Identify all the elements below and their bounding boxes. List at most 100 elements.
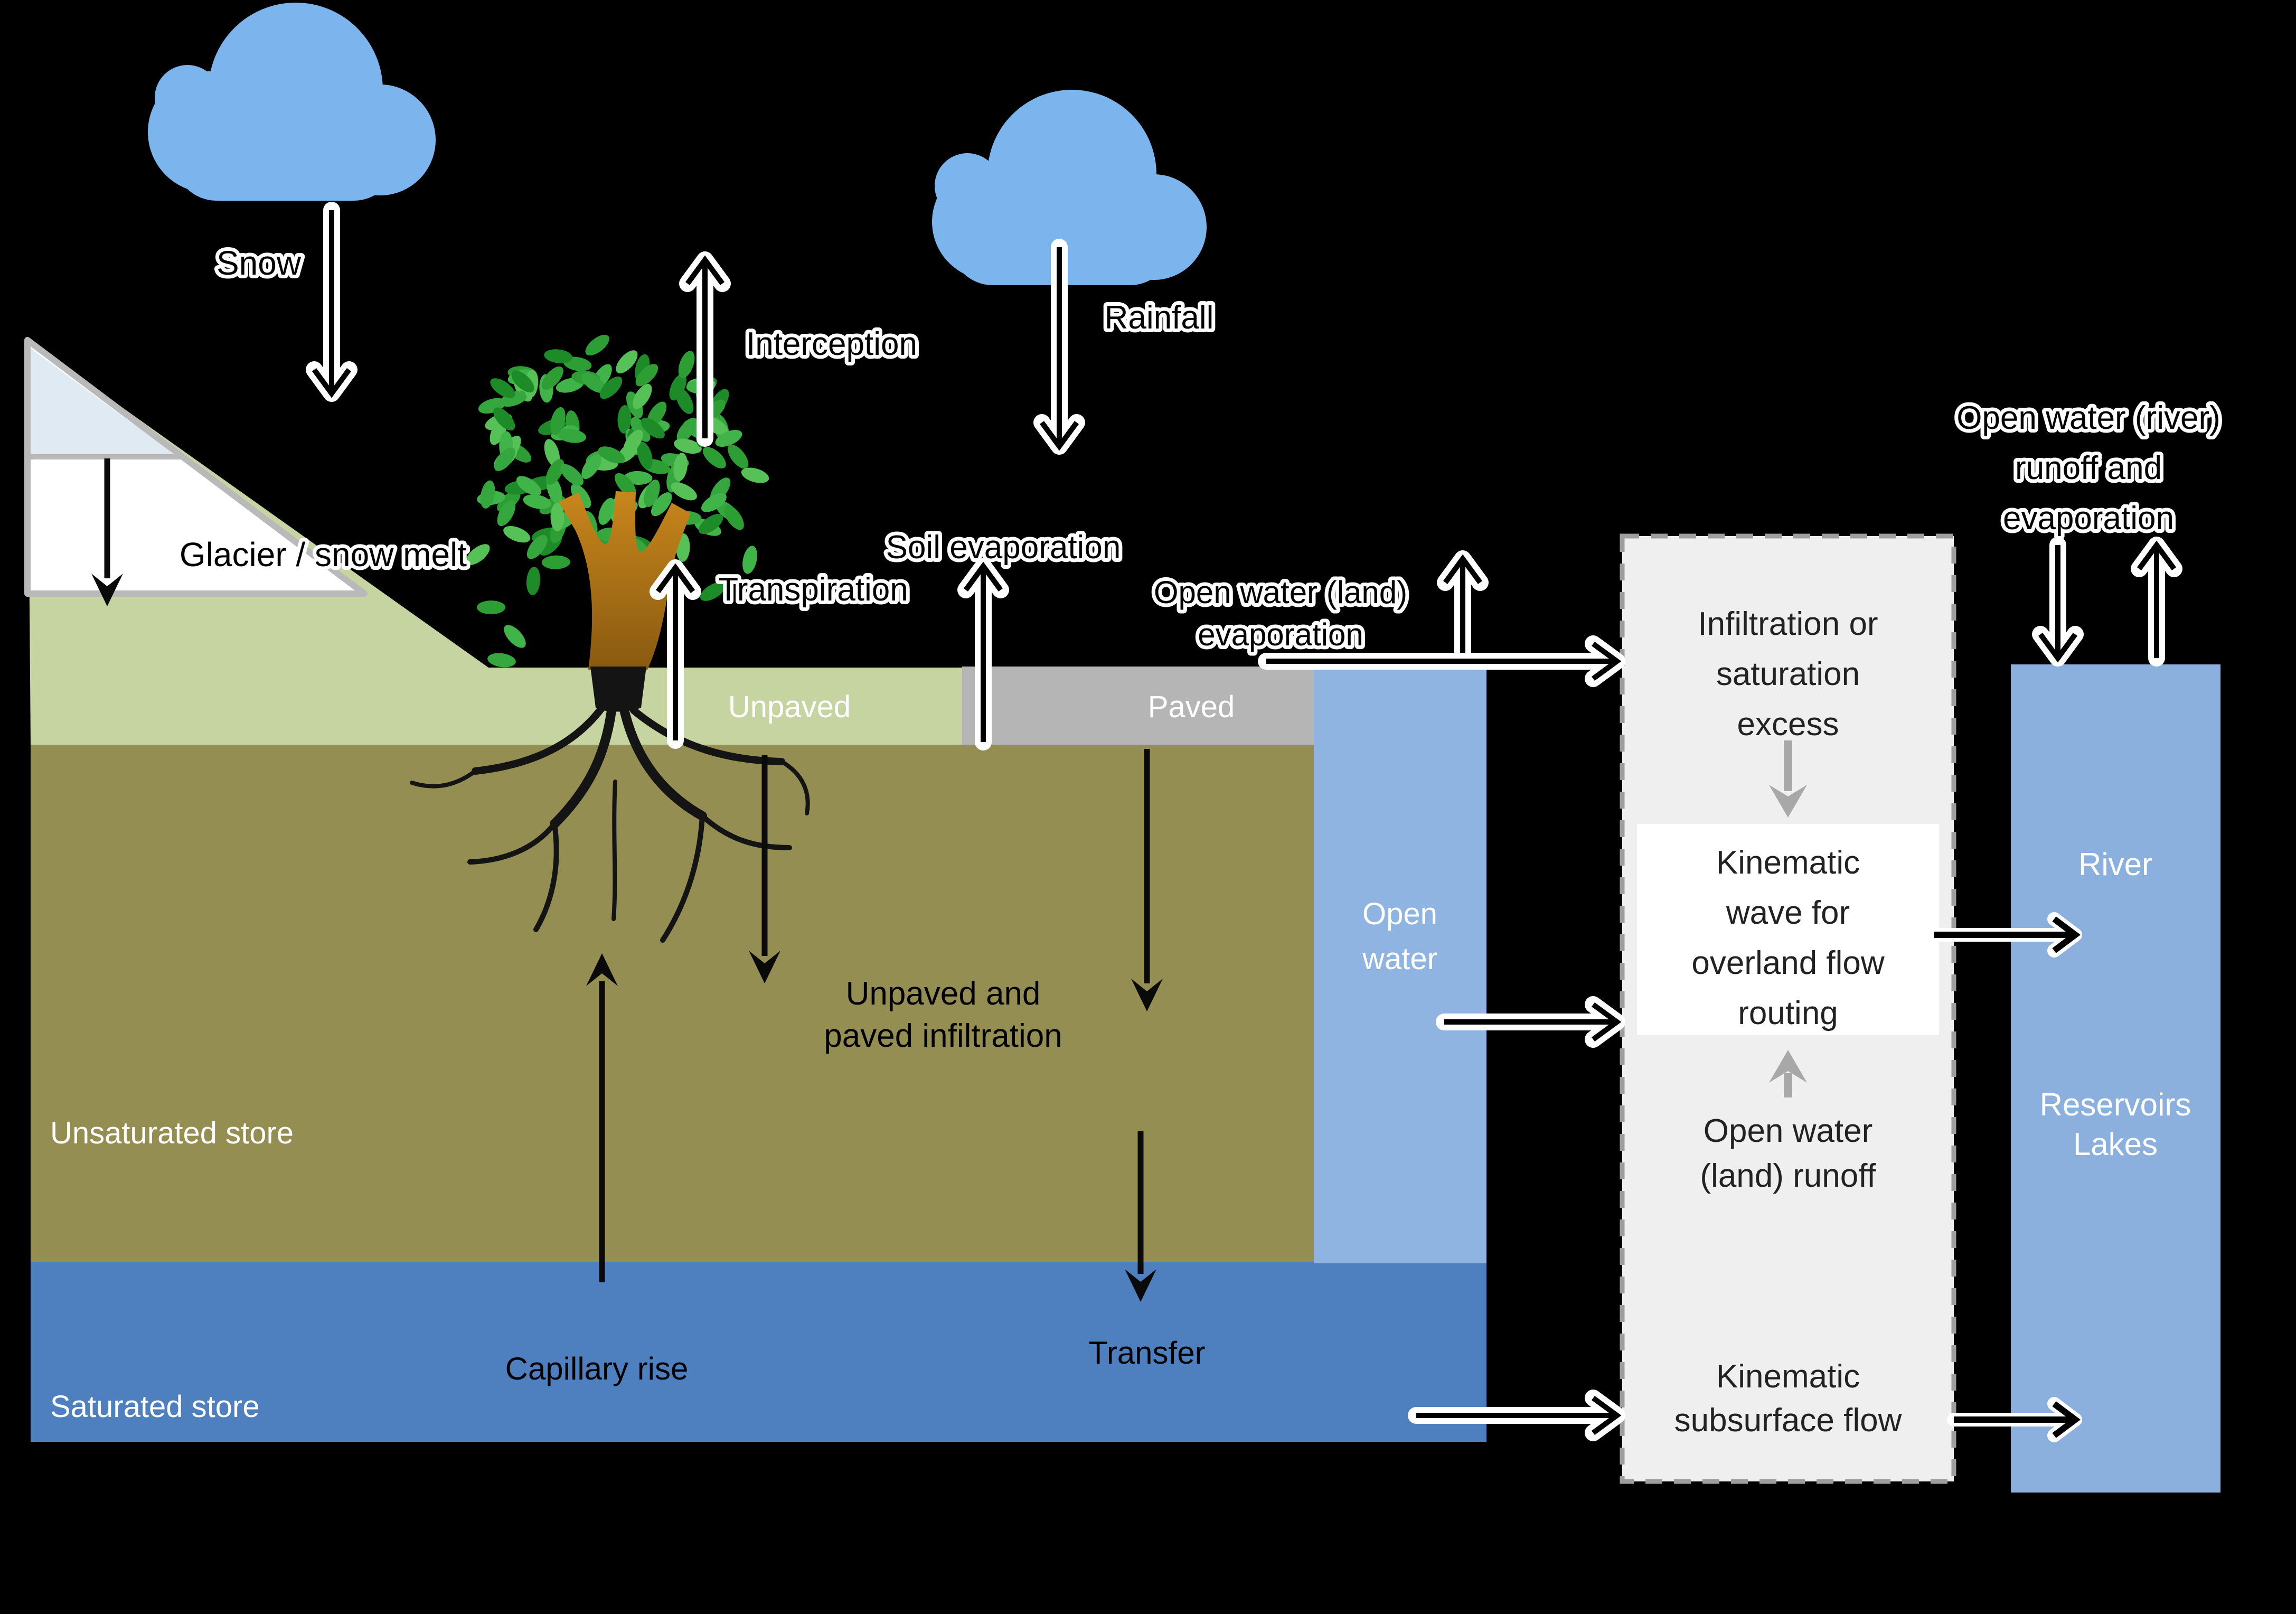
infiltration-excess-label-2: saturation: [1716, 656, 1860, 692]
vegetated-surface: [27, 340, 962, 746]
river-label: River: [2078, 847, 2152, 882]
leaf: [511, 370, 534, 393]
transfer-label: Transfer: [1088, 1335, 1205, 1371]
leaf: [616, 350, 638, 373]
leaf: [742, 546, 757, 574]
unsaturated-store-layer: [31, 745, 1314, 1263]
glacier-label: Glacier / snow melt: [180, 536, 467, 574]
leaf: [671, 482, 697, 501]
kinematic-subsurface-label-1: Kinematic: [1716, 1358, 1860, 1395]
infiltration-label-1: Unpaved and: [846, 975, 1041, 1012]
infiltration-excess-label-1: Infiltration or: [1698, 606, 1878, 642]
panel-up-arrow: [1769, 1050, 1807, 1097]
leaf: [497, 500, 516, 527]
kinematic-wave-box: [1637, 824, 1939, 1035]
leaf: [526, 534, 548, 559]
leaf: [728, 444, 749, 469]
open-water-label-1: Open: [1362, 897, 1437, 931]
leaf: [487, 653, 516, 668]
open-water-land-evaporation-arrow: [1445, 559, 1480, 659]
leaf: [741, 467, 769, 483]
open-water-land-evaporation-label-2: evaporation: [1198, 617, 1363, 652]
kinematic-subsurface-label-2: subsurface flow: [1674, 1402, 1902, 1439]
tree: [410, 334, 810, 943]
rainfall-label: Rainfall: [1105, 299, 1214, 336]
leaf: [675, 388, 694, 414]
leaf: [544, 349, 573, 363]
snow-label: Snow: [217, 244, 302, 282]
capillary-rise-arrow: [586, 953, 618, 1282]
river-rainfall-arrow: [2040, 545, 2075, 658]
leaf: [669, 373, 686, 401]
saturated-store-label: Saturated store: [50, 1390, 260, 1424]
leaf: [585, 334, 609, 356]
leaf: [599, 376, 623, 399]
glacier-snow-triangle: [24, 337, 368, 597]
glacier-ice-section: [31, 349, 174, 454]
leaf: [637, 442, 653, 470]
reservoirs-label: Reservoirs: [2040, 1087, 2191, 1122]
infiltration-excess-label-3: excess: [1737, 706, 1839, 743]
leaf: [466, 544, 490, 565]
leaf: [480, 480, 495, 509]
kinematic-wave-label-1: Kinematic: [1716, 844, 1860, 881]
leaf: [526, 567, 541, 595]
leaf: [490, 378, 515, 398]
unpaved-infiltration-arrow: [749, 755, 780, 983]
soil-evaporation-label: Soil evaporation: [886, 529, 1121, 566]
panel-down-arrow: [1769, 740, 1807, 818]
interception-label: Interception: [746, 326, 917, 362]
leaf: [477, 600, 505, 614]
leaf: [493, 407, 515, 431]
leaf: [651, 492, 672, 517]
capillary-rise-label: Capillary rise: [505, 1351, 689, 1386]
leaf: [724, 505, 744, 530]
leaf: [674, 438, 702, 454]
glacier: [24, 337, 368, 606]
leaf: [678, 351, 695, 378]
leaf: [516, 476, 542, 496]
leaf: [673, 453, 688, 481]
leaf: [550, 502, 564, 531]
river-column: [2011, 664, 2220, 1493]
leaf: [581, 372, 606, 393]
snowfall-arrow: [314, 210, 349, 393]
leaf: [623, 429, 643, 455]
leaf: [698, 513, 723, 534]
transpiration-label: Transpiration: [718, 571, 908, 608]
leaf: [544, 439, 560, 467]
rain-cloud: [932, 90, 1207, 285]
lakes-label: Lakes: [2073, 1127, 2158, 1162]
leaf: [617, 405, 632, 434]
leaf: [598, 446, 625, 464]
kinematic-wave-label-3: overland flow: [1691, 945, 1885, 981]
open-water-label-2: water: [1362, 942, 1437, 976]
leaf: [504, 625, 526, 648]
leaf: [644, 480, 660, 507]
leaf: [581, 454, 601, 480]
leaf: [558, 428, 586, 443]
kinematic-wave-label-2: wave for: [1726, 895, 1850, 931]
leaf: [570, 484, 591, 509]
leaf: [545, 459, 564, 485]
unsaturated-store-label: Unsaturated store: [50, 1116, 294, 1150]
leaf: [632, 383, 652, 409]
landscape-layers: [27, 340, 1486, 1442]
model-panel: [1620, 533, 1956, 1484]
leaf: [560, 464, 584, 486]
paved-infiltration-arrow: [1131, 749, 1163, 1011]
leaf: [702, 447, 726, 468]
kinematic-wave-label-4: routing: [1738, 995, 1838, 1031]
open-water-land-runoff-label-1: Open water: [1704, 1113, 1873, 1149]
tree-trunk: [559, 491, 691, 670]
leaf: [503, 526, 531, 543]
open-water-river-label-3: evaporation: [2003, 500, 2174, 537]
unpaved-label: Unpaved: [728, 690, 851, 724]
leaf: [715, 430, 742, 447]
river-evaporation-arrow: [2139, 545, 2174, 658]
leaf: [494, 447, 515, 471]
glacier-melt-arrow: [91, 458, 123, 606]
leaf: [598, 498, 615, 525]
leaf: [635, 364, 658, 387]
